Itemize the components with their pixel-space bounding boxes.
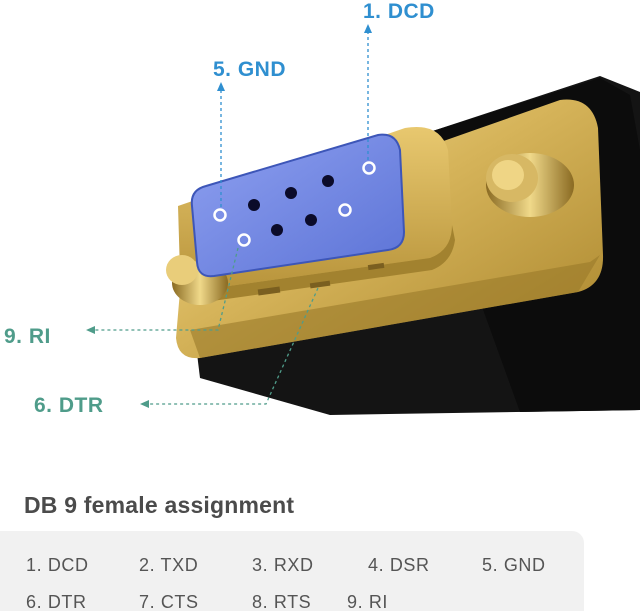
pin-5-label: 5. GND: [482, 555, 546, 575]
callout-dtr: 6. DTR: [34, 394, 104, 417]
pin-holes: [213, 161, 376, 247]
pin-2-label: 2. TXD: [139, 555, 199, 575]
callout-gnd: 5. GND: [213, 58, 287, 81]
pin-4-label: 4. DSR: [368, 555, 430, 575]
connector-face: [190, 133, 406, 278]
callout-dcd: 1. DCD: [363, 0, 435, 23]
pin-1-label: 1. DCD: [26, 555, 89, 575]
db9-connector-image: [86, 24, 640, 415]
callout-ri: 9. RI: [4, 325, 51, 348]
pin-3-label: 3. RXD: [252, 555, 314, 575]
assignment-heading: DB 9 female assignment: [24, 492, 295, 518]
screw-right: [486, 153, 574, 217]
pin-8-label: 8. RTS: [252, 592, 312, 612]
pin-assignment-table: 1. DCD 2. TXD 3. RXD 4. DSR 5. GND 6. DT…: [0, 531, 584, 612]
pin-9-label: 9. RI: [347, 592, 389, 612]
pin-6-label: 6. DTR: [26, 592, 87, 612]
leader-dtr: [146, 287, 319, 405]
pin-7-label: 7. CTS: [139, 592, 199, 612]
leader-ri: [92, 247, 239, 331]
